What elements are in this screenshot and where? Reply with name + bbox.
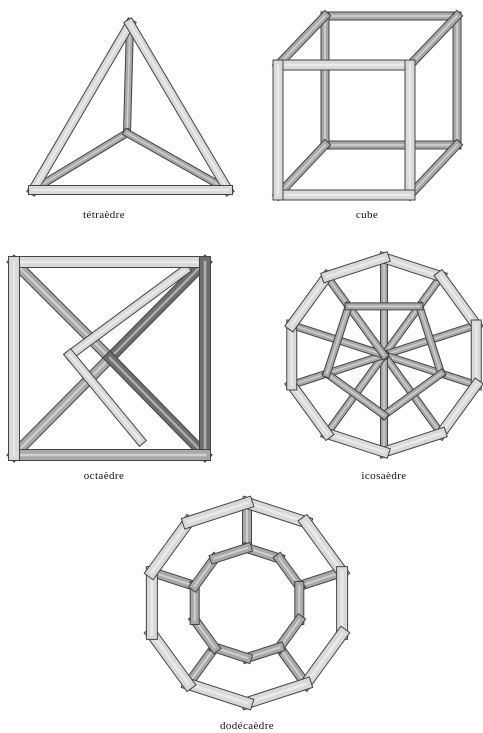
dodecahedron-label: dodécaèdre bbox=[220, 720, 274, 732]
tetrahedron-label: tétraèdre bbox=[83, 209, 125, 221]
cube-label: cube bbox=[356, 209, 378, 221]
octahedron-label: octaèdre bbox=[84, 470, 124, 482]
tetra-bar-back bbox=[127, 24, 130, 133]
icosahedron-label: icosaèdre bbox=[361, 470, 406, 482]
